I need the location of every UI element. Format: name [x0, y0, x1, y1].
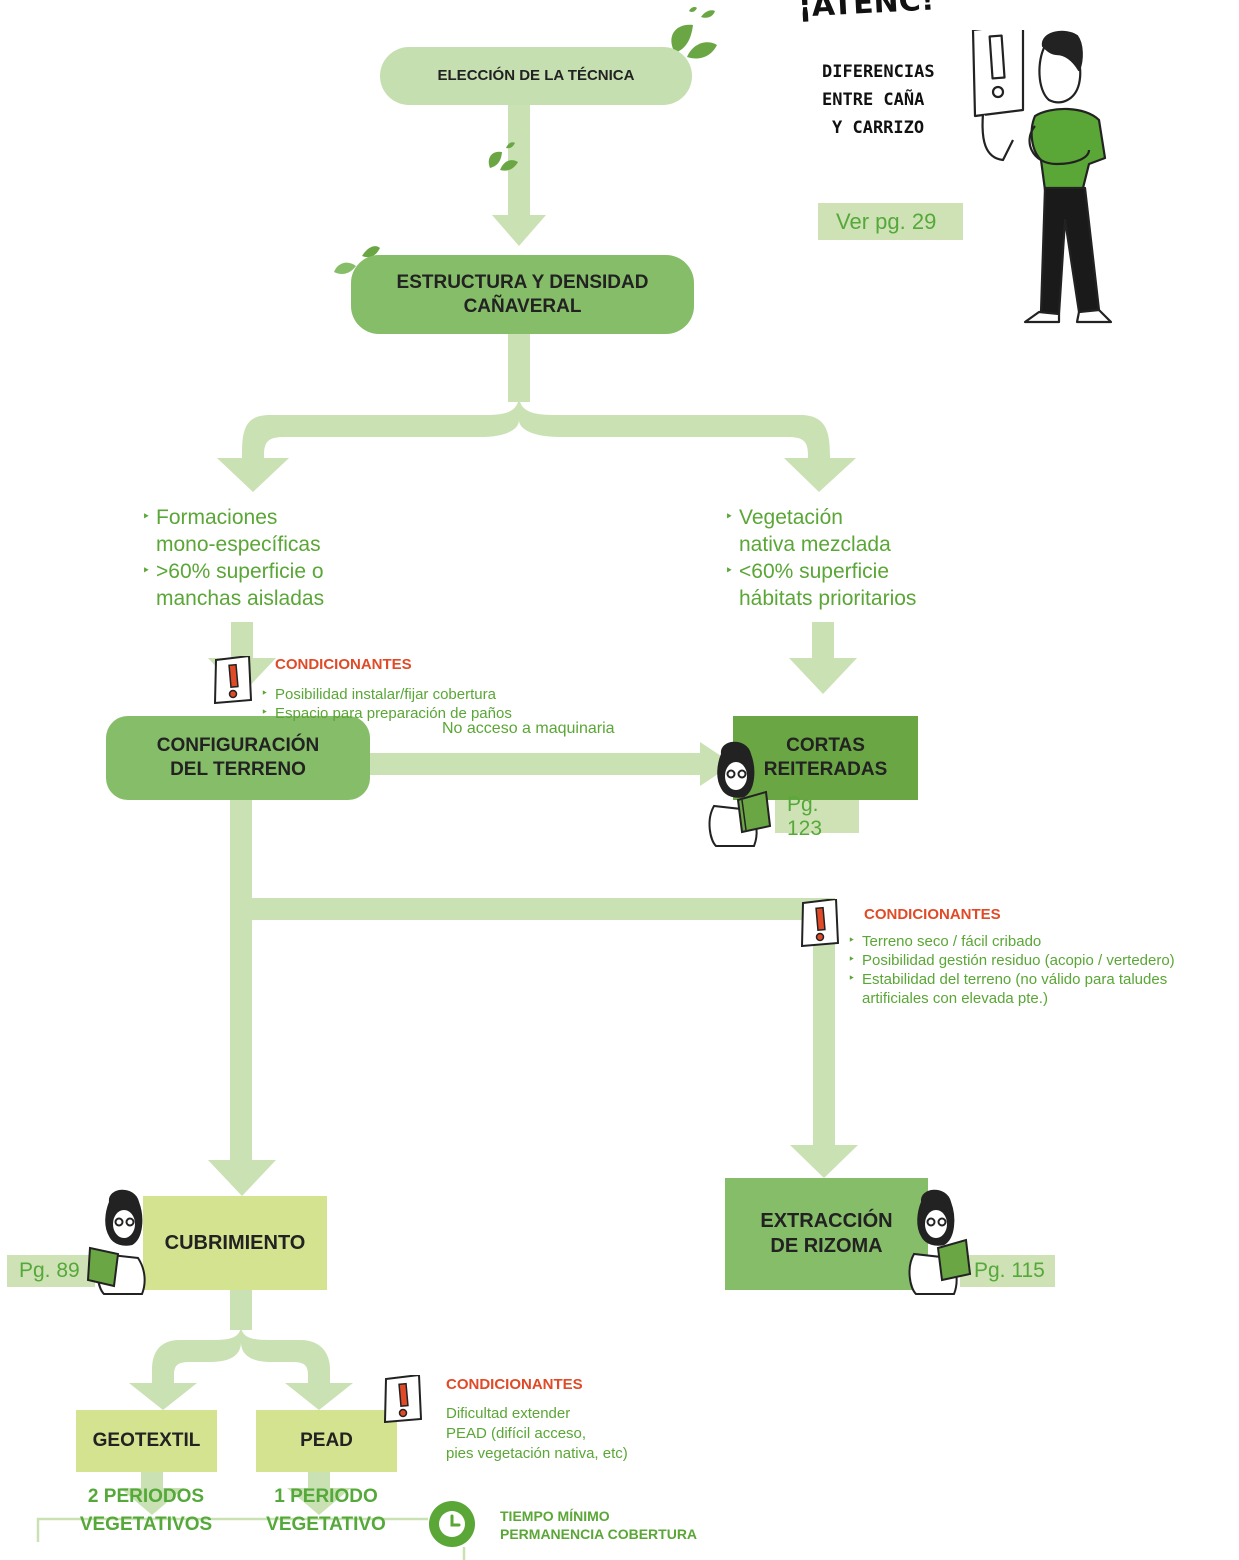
node-configuracion-line1: CONFIGURACIÓN: [156, 735, 320, 757]
node-pead: PEAD: [256, 1410, 397, 1472]
condicionante-item: Posibilidad gestión residuo (acopio / ve…: [848, 950, 1175, 970]
period-1-vegetativo: 1 PERIODO VEGETATIVO: [246, 1480, 406, 1542]
atencion-subtitle: DIFERENCIAS ENTRE CAÑA Y CARRIZO: [822, 58, 935, 142]
atencion-line: Y CARRIZO: [832, 118, 925, 138]
node-configuracion-line2: DEL TERRENO: [170, 759, 306, 780]
condicionante-item: Espacio para preparación de paños: [261, 703, 512, 723]
condicionantes-title: CONDICIONANTES: [275, 656, 412, 673]
right-branch-item: <60% superficie: [725, 557, 916, 585]
node-estructura-line2: CAÑAVERAL: [463, 295, 582, 317]
page-ref-atencion: Ver pg. 29: [818, 203, 963, 240]
edge-label-no-maquinaria: No acceso a maquinaria: [442, 720, 615, 737]
atencion-line: DIFERENCIAS: [822, 62, 935, 82]
condicionante-item: Terreno seco / fácil cribado: [848, 931, 1175, 951]
node-cortas-line2: REITERADAS: [763, 759, 888, 780]
page-ref-cubrimiento: Pg. 89: [7, 1255, 95, 1287]
condicionantes-extraccion-list: Terreno seco / fácil cribado Posibilidad…: [848, 931, 1175, 1008]
period-1-line1: 1 PERIODO: [274, 1486, 378, 1507]
node-extraccion-rizoma: EXTRACCIÓN DE RIZOMA: [725, 1178, 928, 1290]
condicionante-item: Posibilidad instalar/fijar cobertura: [261, 684, 512, 704]
condicionante-item: artificiales con elevada pte.): [862, 990, 1048, 1007]
node-geotextil: GEOTEXTIL: [76, 1410, 217, 1472]
node-configuracion-terreno: CONFIGURACIÓN DEL TERRENO: [106, 716, 370, 800]
left-branch-item: manchas aisladas: [156, 587, 325, 610]
condicionantes-cubrimiento-list: Posibilidad instalar/fijar cobertura Esp…: [261, 684, 512, 723]
node-extraccion-line1: EXTRACCIÓN: [760, 1210, 893, 1232]
period-2-line2: VEGETATIVOS: [79, 1514, 213, 1535]
node-estructura-line1: ESTRUCTURA Y DENSIDAD: [396, 271, 649, 293]
node-extraccion-line2: DE RIZOMA: [770, 1235, 883, 1257]
reading-person-icon: [908, 1189, 972, 1295]
left-branch-item: mono-específicas: [156, 533, 321, 556]
condicionantes-title: CONDICIONANTES: [864, 906, 1001, 923]
node-cortas-line1: CORTAS: [786, 735, 865, 757]
right-branch-item: hábitats prioritarios: [739, 587, 917, 610]
node-geotextil-label: GEOTEXTIL: [92, 1430, 201, 1452]
tiempo-minimo-label: TIEMPO MÍNIMO PERMANENCIA COBERTURA: [500, 1507, 697, 1543]
page-ref-extraccion: Pg. 115: [960, 1255, 1055, 1287]
page-ref-cortas: Pg. 123: [775, 793, 859, 840]
node-eleccion-tecnica: ELECCIÓN DE LA TÉCNICA: [380, 47, 692, 105]
clock-icon: [429, 1501, 475, 1560]
node-cortas-reiteradas: CORTAS REITERADAS: [733, 716, 918, 800]
leaf-icon: [334, 246, 380, 274]
period-1-line2: VEGETATIVO: [266, 1514, 386, 1535]
tiempo-line: PERMANENCIA COBERTURA: [500, 1526, 698, 1542]
tiempo-line: TIEMPO MÍNIMO: [500, 1508, 610, 1524]
left-branch-item: >60% superficie o: [142, 557, 324, 585]
right-branch-item: nativa mezclada: [739, 533, 891, 556]
condicionante-item: Dificultad extender: [446, 1405, 571, 1422]
leaf-icon: [488, 142, 518, 171]
right-branch-criteria: Vegetación nativa mezclada <60% superfic…: [725, 503, 917, 612]
warning-icon: [800, 899, 840, 947]
node-cubrimiento-label: CUBRIMIENTO: [164, 1231, 306, 1254]
condicionante-item: pies vegetación nativa, etc): [446, 1445, 628, 1462]
node-pead-label: PEAD: [300, 1430, 353, 1452]
warning-icon: [383, 1375, 423, 1423]
left-branch-item: Formaciones: [142, 503, 324, 531]
condicionante-item: PEAD (difícil acceso,: [446, 1425, 587, 1442]
node-cubrimiento: CUBRIMIENTO: [143, 1196, 327, 1290]
atencion-line: ENTRE CAÑA: [822, 90, 925, 110]
reading-person-icon: [708, 741, 772, 847]
period-2-line1: 2 PERIODOS: [87, 1486, 205, 1507]
condicionante-item: Estabilidad del terreno (no válido para …: [848, 969, 1175, 989]
right-branch-item: Vegetación: [725, 503, 916, 531]
node-eleccion-label: ELECCIÓN DE LA TÉCNICA: [437, 66, 635, 84]
reading-person-icon: [86, 1189, 146, 1295]
condicionantes-title: CONDICIONANTES: [446, 1376, 583, 1393]
leaf-icon: [671, 7, 717, 59]
period-2-vegetativos: 2 PERIODOS VEGETATIVOS: [66, 1480, 226, 1542]
condicionantes-pead-list: Dificultad extender PEAD (difícil acceso…: [446, 1404, 628, 1464]
node-estructura-densidad: ESTRUCTURA Y DENSIDAD CAÑAVERAL: [351, 255, 694, 334]
left-branch-criteria: Formaciones mono-específicas >60% superf…: [142, 503, 325, 612]
warning-icon: [213, 656, 253, 704]
man-with-sign-icon: [971, 30, 1113, 324]
